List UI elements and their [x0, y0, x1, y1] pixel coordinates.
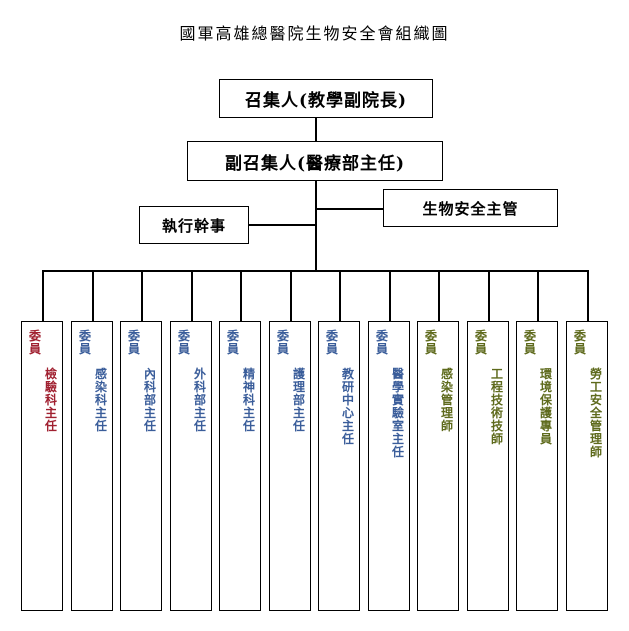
member-dept-label: 工程技術技師 [490, 367, 503, 446]
member-dept-label: 感染管理師 [440, 367, 453, 433]
member-dept-label: 感染科主任 [94, 367, 107, 433]
member-dept-label: 護理部主任 [292, 367, 305, 433]
connector-member-drop [141, 270, 143, 321]
member-dept-label: 勞工安全管理師 [589, 367, 602, 459]
member-role-label: 委員 [523, 329, 536, 356]
member-role-label: 委員 [276, 329, 289, 356]
executive-secretary-box: 執行幹事 [139, 206, 249, 244]
connector-member-drop [240, 270, 242, 321]
member-role-label: 委員 [474, 329, 487, 356]
member-box: 委員護理部主任 [269, 321, 311, 611]
chart-title: 國軍高雄總醫院生物安全會組織圖 [179, 24, 450, 43]
member-box: 委員內科部主任 [120, 321, 162, 611]
convener-box: 召集人(教學副院長) [219, 79, 433, 118]
member-box: 委員感染管理師 [417, 321, 459, 611]
connector-member-drop [92, 270, 94, 321]
member-dept-label: 檢驗科主任 [44, 367, 57, 433]
vice-convener-label: 副召集人(醫療部主任) [224, 153, 406, 174]
member-box: 委員教研中心主任 [318, 321, 360, 611]
connector-member-drop [191, 270, 193, 321]
member-box: 委員檢驗科主任 [21, 321, 63, 611]
member-dept-label: 精神科主任 [242, 367, 255, 433]
convener-label: 召集人(教學副院長) [244, 91, 408, 111]
biosafety-officer-box: 生物安全主管 [383, 189, 558, 227]
member-dept-label: 外科部主任 [193, 367, 206, 433]
member-role-label: 委員 [177, 329, 190, 356]
vice-convener-box: 副召集人(醫療部主任) [187, 141, 443, 181]
connector-member-drop [42, 270, 44, 321]
member-dept-label: 環境保護專員 [539, 367, 552, 446]
connector-member-drop [537, 270, 539, 321]
member-role-label: 委員 [375, 329, 388, 356]
member-box: 委員工程技術技師 [467, 321, 509, 611]
member-role-label: 委員 [28, 329, 41, 356]
connector-member-drop [389, 270, 391, 321]
member-box: 委員醫學實驗室主任 [368, 321, 410, 611]
connector-member-drop [587, 270, 589, 321]
member-box: 委員外科部主任 [170, 321, 212, 611]
executive-secretary-label: 執行幹事 [161, 216, 226, 235]
biosafety-officer-label: 生物安全主管 [422, 199, 519, 218]
connector-exec [249, 224, 316, 226]
member-box: 委員感染科主任 [71, 321, 113, 611]
connector-members-bus [42, 270, 587, 272]
member-box: 委員勞工安全管理師 [566, 321, 608, 611]
member-box: 委員環境保護專員 [516, 321, 558, 611]
member-dept-label: 內科部主任 [143, 367, 156, 433]
member-box: 委員精神科主任 [219, 321, 261, 611]
connector-member-drop [339, 270, 341, 321]
member-dept-label: 醫學實驗室主任 [391, 367, 404, 459]
member-dept-label: 教研中心主任 [341, 367, 354, 446]
connector-main-trunk [315, 181, 317, 271]
member-role-label: 委員 [424, 329, 437, 356]
connector-biosafety [315, 208, 383, 210]
member-role-label: 委員 [226, 329, 239, 356]
member-role-label: 委員 [573, 329, 586, 356]
member-role-label: 委員 [127, 329, 140, 356]
member-role-label: 委員 [325, 329, 338, 356]
connector-member-drop [438, 270, 440, 321]
connector-convener-vice [315, 118, 317, 141]
connector-member-drop [290, 270, 292, 321]
connector-member-drop [488, 270, 490, 321]
member-role-label: 委員 [78, 329, 91, 356]
